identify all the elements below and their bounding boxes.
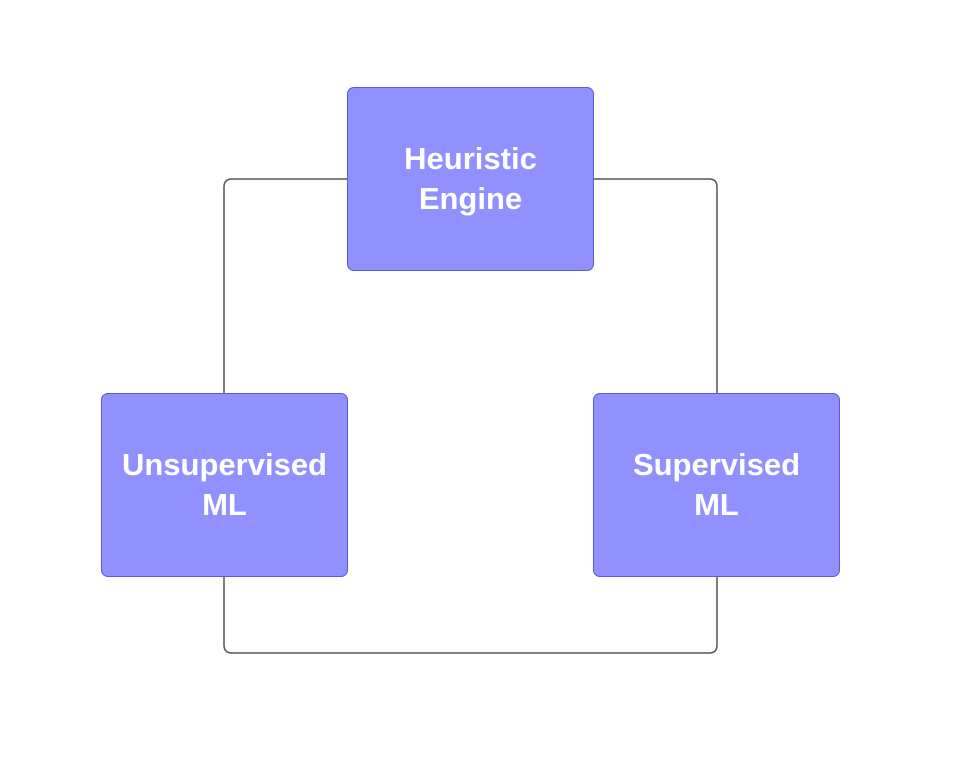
node-unsupervised-ml[interactable]: Unsupervised ML: [101, 393, 348, 577]
node-heuristic-engine-text: Heuristic Engine: [404, 139, 537, 219]
connector-heuristic-to-supervised: [594, 178, 718, 393]
node-unsupervised-ml-text: Unsupervised ML: [122, 445, 327, 525]
node-supervised-ml[interactable]: Supervised ML: [593, 393, 840, 577]
connector-unsupervised-to-supervised: [223, 577, 718, 654]
connector-heuristic-to-unsupervised: [223, 178, 347, 393]
node-supervised-ml-label-line-2: ML: [694, 487, 739, 522]
node-supervised-ml-label-line-1: Supervised: [632, 447, 801, 482]
node-unsupervised-ml-label-line-2: ML: [202, 487, 247, 522]
node-heuristic-engine-label-line-1: Heuristic: [404, 141, 537, 176]
node-unsupervised-ml-label-line-1: Unsupervised: [121, 447, 327, 482]
node-heuristic-engine[interactable]: Heuristic Engine: [347, 87, 594, 271]
node-heuristic-engine-label-line-2: Engine: [418, 181, 523, 216]
node-supervised-ml-text: Supervised ML: [633, 445, 800, 525]
